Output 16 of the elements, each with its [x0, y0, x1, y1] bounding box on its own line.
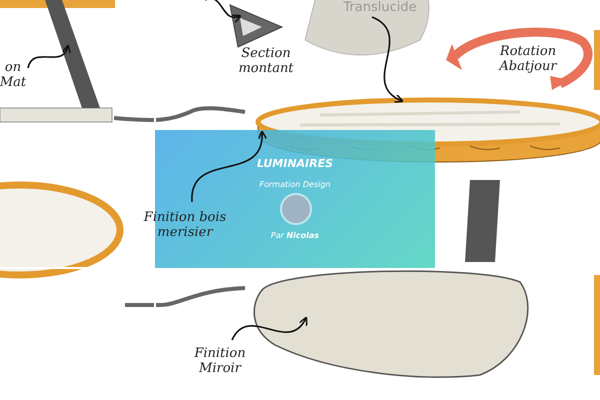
- leader-arrow: [204, 0, 242, 23]
- leader-arrow: [372, 16, 404, 102]
- leader-arrow: [191, 130, 266, 202]
- leader-arrow: [27, 44, 70, 68]
- callout-text: on Mat: [0, 60, 28, 90]
- callout-text: Finition Miroir: [180, 346, 260, 376]
- callout-text: Rotation Abatjour: [498, 44, 558, 74]
- lamp-mast-drawing: [45, 0, 100, 108]
- callout-text: Section montant: [237, 46, 295, 76]
- author-line: Par Nicolas: [270, 230, 320, 242]
- callout-text: Translucide: [335, 0, 425, 15]
- card-subtitle: Formation Design: [258, 179, 332, 191]
- lamp-base-drawing: [253, 270, 529, 378]
- mast-section-drawing: [229, 4, 284, 48]
- leader-arrow: [231, 316, 308, 340]
- card-title: LUMINAIRES: [256, 156, 334, 171]
